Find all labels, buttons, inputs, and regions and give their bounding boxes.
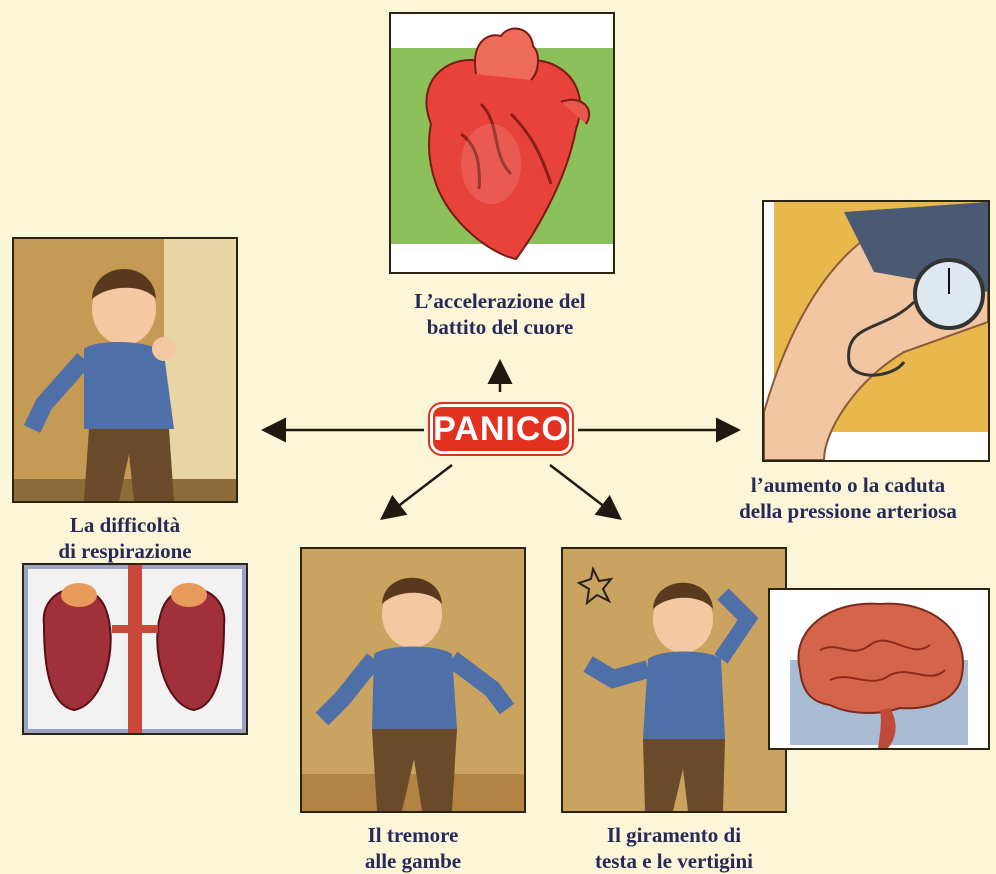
arrow-down-left (384, 465, 452, 517)
dizziness-illustration (563, 549, 785, 811)
heart-panel (389, 12, 615, 274)
brain-panel (768, 588, 990, 750)
kidneys-panel (22, 563, 248, 735)
breathing-illustration (14, 239, 236, 501)
dizziness-panel (561, 547, 787, 813)
breathing-panel (12, 237, 238, 503)
kidneys-illustration (24, 565, 246, 733)
brain-illustration (770, 590, 988, 748)
tremor-panel (300, 547, 526, 813)
pressure-panel (762, 200, 990, 462)
tremor-illustration (302, 549, 524, 811)
breathing-caption: La difficoltà di respirazione (0, 512, 250, 564)
heart-caption: L’accelerazione del battito del cuore (340, 288, 660, 340)
pressure-illustration (764, 202, 988, 460)
heart-illustration (391, 14, 613, 272)
tremor-caption: Il tremore alle gambe (300, 822, 526, 874)
panico-label: PANICO (430, 404, 572, 454)
arrow-down-right (550, 465, 618, 517)
pressure-caption: l’aumento o la caduta della pressione ar… (700, 472, 996, 524)
dizziness-caption: Il giramento di testa e le vertigini (548, 822, 800, 874)
